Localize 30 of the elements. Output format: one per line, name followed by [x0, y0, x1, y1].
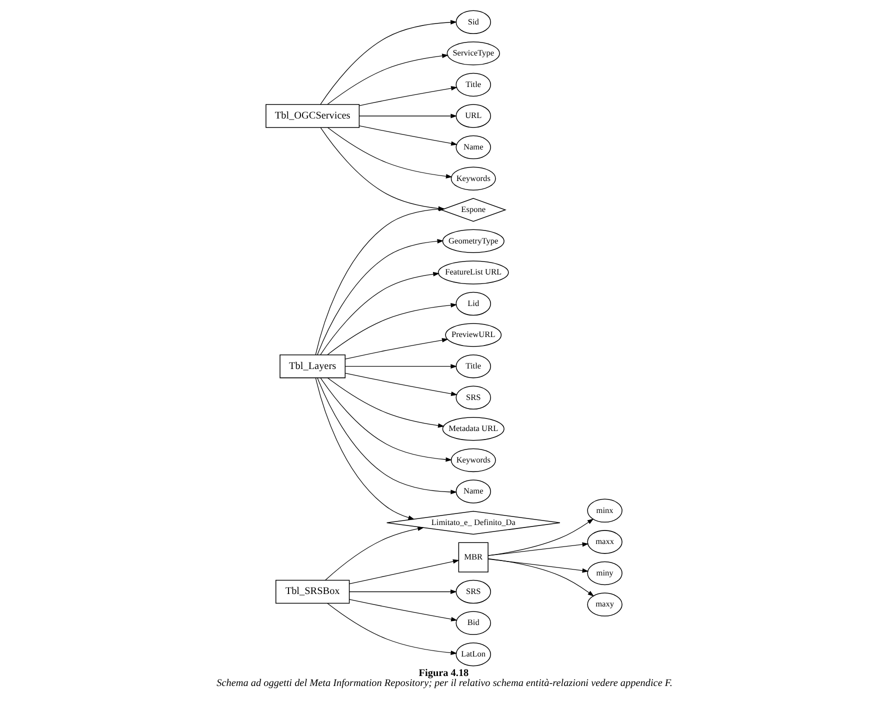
arrow — [349, 590, 457, 594]
arrow — [488, 558, 589, 573]
arrow — [327, 127, 452, 178]
arrow — [344, 372, 458, 396]
arrow — [317, 239, 444, 356]
arrow — [320, 272, 440, 356]
arrow — [349, 599, 458, 622]
node-box: Tbl_OGCServices — [266, 104, 360, 128]
diagram-title: Figura 4.18 — [418, 668, 469, 679]
arrow — [315, 378, 415, 520]
arrow — [320, 20, 457, 105]
arrow — [327, 603, 458, 656]
arrow — [344, 338, 448, 360]
arrow — [359, 114, 458, 118]
arrow — [327, 303, 458, 356]
arrow — [325, 526, 424, 580]
node-box: Tbl_Layers — [280, 354, 346, 378]
caption: Schema ad oggetti del Meta Information Repository; per il relativo schema entità-relazioni vedere appendice F. — [216, 678, 672, 690]
arrow — [327, 54, 448, 105]
arrow — [488, 518, 594, 556]
arrow — [358, 125, 458, 146]
arrow — [359, 86, 458, 106]
arrow — [488, 558, 594, 596]
arrow — [488, 542, 589, 556]
arrow — [320, 378, 452, 462]
arrow — [345, 364, 458, 369]
node-box: Tbl_SRSBox — [275, 580, 350, 604]
arrow — [349, 559, 460, 584]
arrow — [327, 378, 444, 428]
arrow — [317, 378, 458, 494]
